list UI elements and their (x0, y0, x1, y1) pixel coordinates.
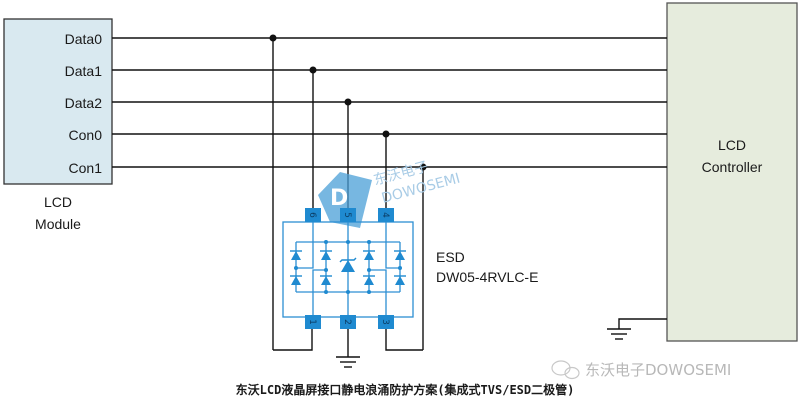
lcd-module-title-1: LCD (44, 194, 72, 210)
lcd-controller-title-2: Controller (702, 159, 763, 175)
dowosemi-logo-watermark: D (318, 172, 372, 228)
pin-label-con1: Con1 (69, 160, 103, 176)
lcd-controller-box (666, 2, 798, 342)
svg-text:D: D (330, 186, 348, 211)
figure-caption: 东沃LCD液晶屏接口静电浪涌防护方案(集成式TVS/ESD二极管) (236, 382, 575, 397)
tvs-diodes (291, 251, 405, 285)
lcd-controller-title-1: LCD (718, 137, 746, 153)
esd-pin-pads (305, 208, 394, 329)
ground-icon (336, 356, 360, 368)
lcd-module-title-2: Module (35, 216, 81, 232)
wechat-icon (551, 360, 580, 380)
pin-3: 3 (380, 319, 390, 325)
pin-5: 5 (342, 212, 352, 218)
pin-1: 1 (307, 319, 317, 325)
footer-watermark: 东沃电子DOWOSEMI (585, 361, 731, 379)
esd-label: ESD (436, 249, 465, 265)
esd-nodes (294, 240, 402, 294)
pin-label-data1: Data1 (65, 63, 103, 79)
pin-label-data2: Data2 (65, 95, 103, 111)
pin-6: 6 (307, 212, 317, 218)
junction-dots (269, 34, 427, 171)
signal-lines (112, 37, 667, 357)
diode-bars (290, 250, 406, 277)
ground-icon (607, 328, 631, 340)
esd-part-number: DW05-4RVLC-E (436, 269, 538, 285)
pin-4: 4 (380, 212, 390, 218)
pin-label-con0: Con0 (69, 127, 103, 143)
pin-label-data0: Data0 (65, 31, 103, 47)
lcd-module-box (3, 18, 113, 185)
pin-2: 2 (342, 319, 352, 325)
